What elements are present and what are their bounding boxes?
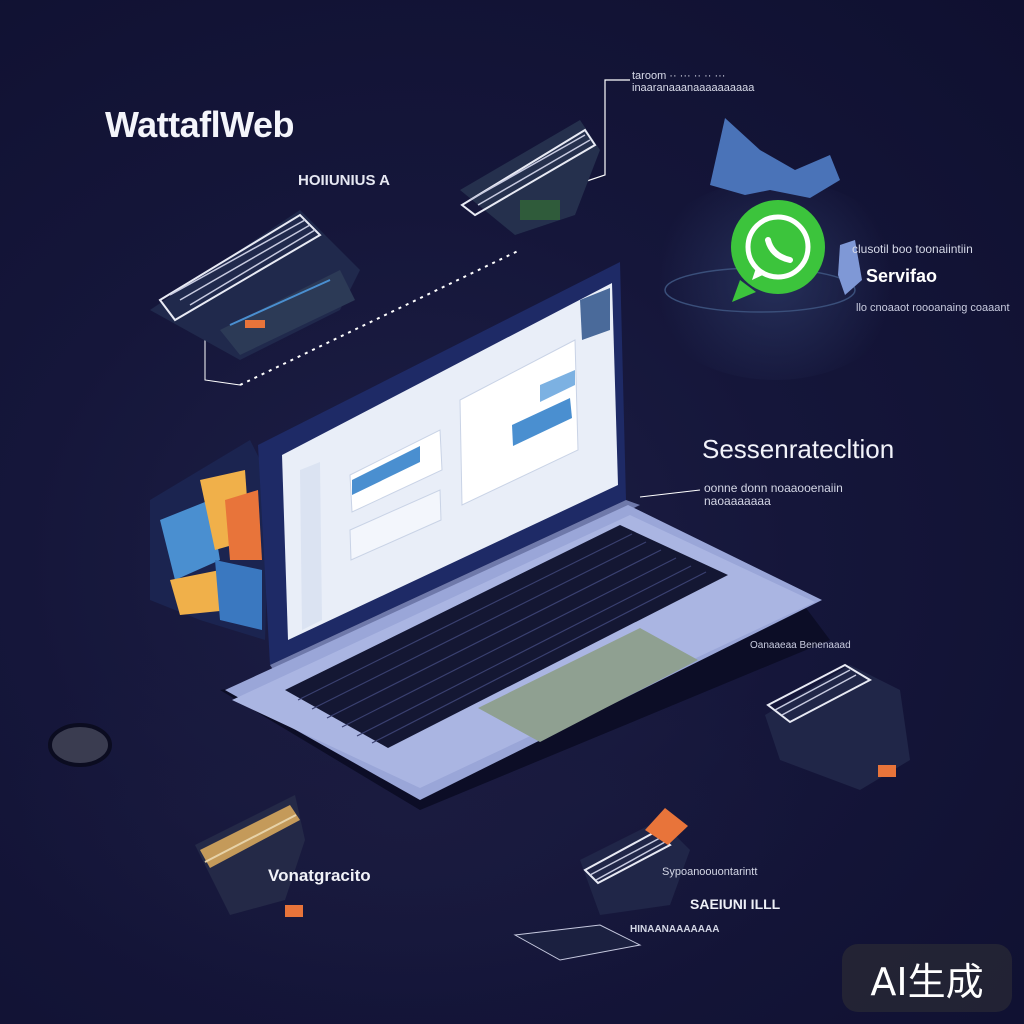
isometric-router-icon (460, 120, 600, 235)
whatsapp-title: Servifao (866, 266, 938, 286)
isometric-server-icon (150, 210, 360, 360)
ai-generated-badge: AI生成 (842, 944, 1012, 1012)
bottom-caption-1: Sypoanoouontarintt (662, 866, 758, 878)
brand-title: WattaflWeb (105, 104, 295, 145)
isometric-machine-icon (765, 663, 910, 790)
whatsapp-caption: clusotil boo toonaiintiin (852, 242, 973, 256)
right-caption: Oanaaeaa Benenaaad (750, 640, 851, 651)
isometric-factory-icon (195, 795, 305, 917)
top-caption: taroom ·· ··· ·· ·· ··· inaaranaaanaaaaa… (632, 70, 755, 94)
brand-subtitle: HOIIUNIUS A (298, 172, 390, 189)
bottom-caption-3: HINAANAAAAAAA (630, 924, 720, 935)
blue-shard-decoration (838, 240, 862, 295)
color-splash-decoration (150, 440, 270, 640)
whatsapp-subcaption: llo cnoaaot roooanaing coaaant (856, 302, 1010, 314)
isometric-network-icon (513, 808, 690, 961)
section-title: Sessenratecltion (702, 434, 895, 464)
connector-line-left-b (204, 330, 241, 386)
bottom-left-label: Vonatgracito (268, 866, 371, 885)
bottom-caption-2: SAEIUNI ILLL (690, 896, 781, 912)
section-caption: oonne donn noaaooenaiin naoaaaaaaa (704, 481, 843, 508)
whatsapp-logo-icon (664, 200, 856, 313)
puck-decoration (48, 723, 112, 767)
laptop-icon (220, 262, 830, 810)
blue-map-decoration (710, 118, 840, 198)
connector-line-right (639, 489, 701, 498)
